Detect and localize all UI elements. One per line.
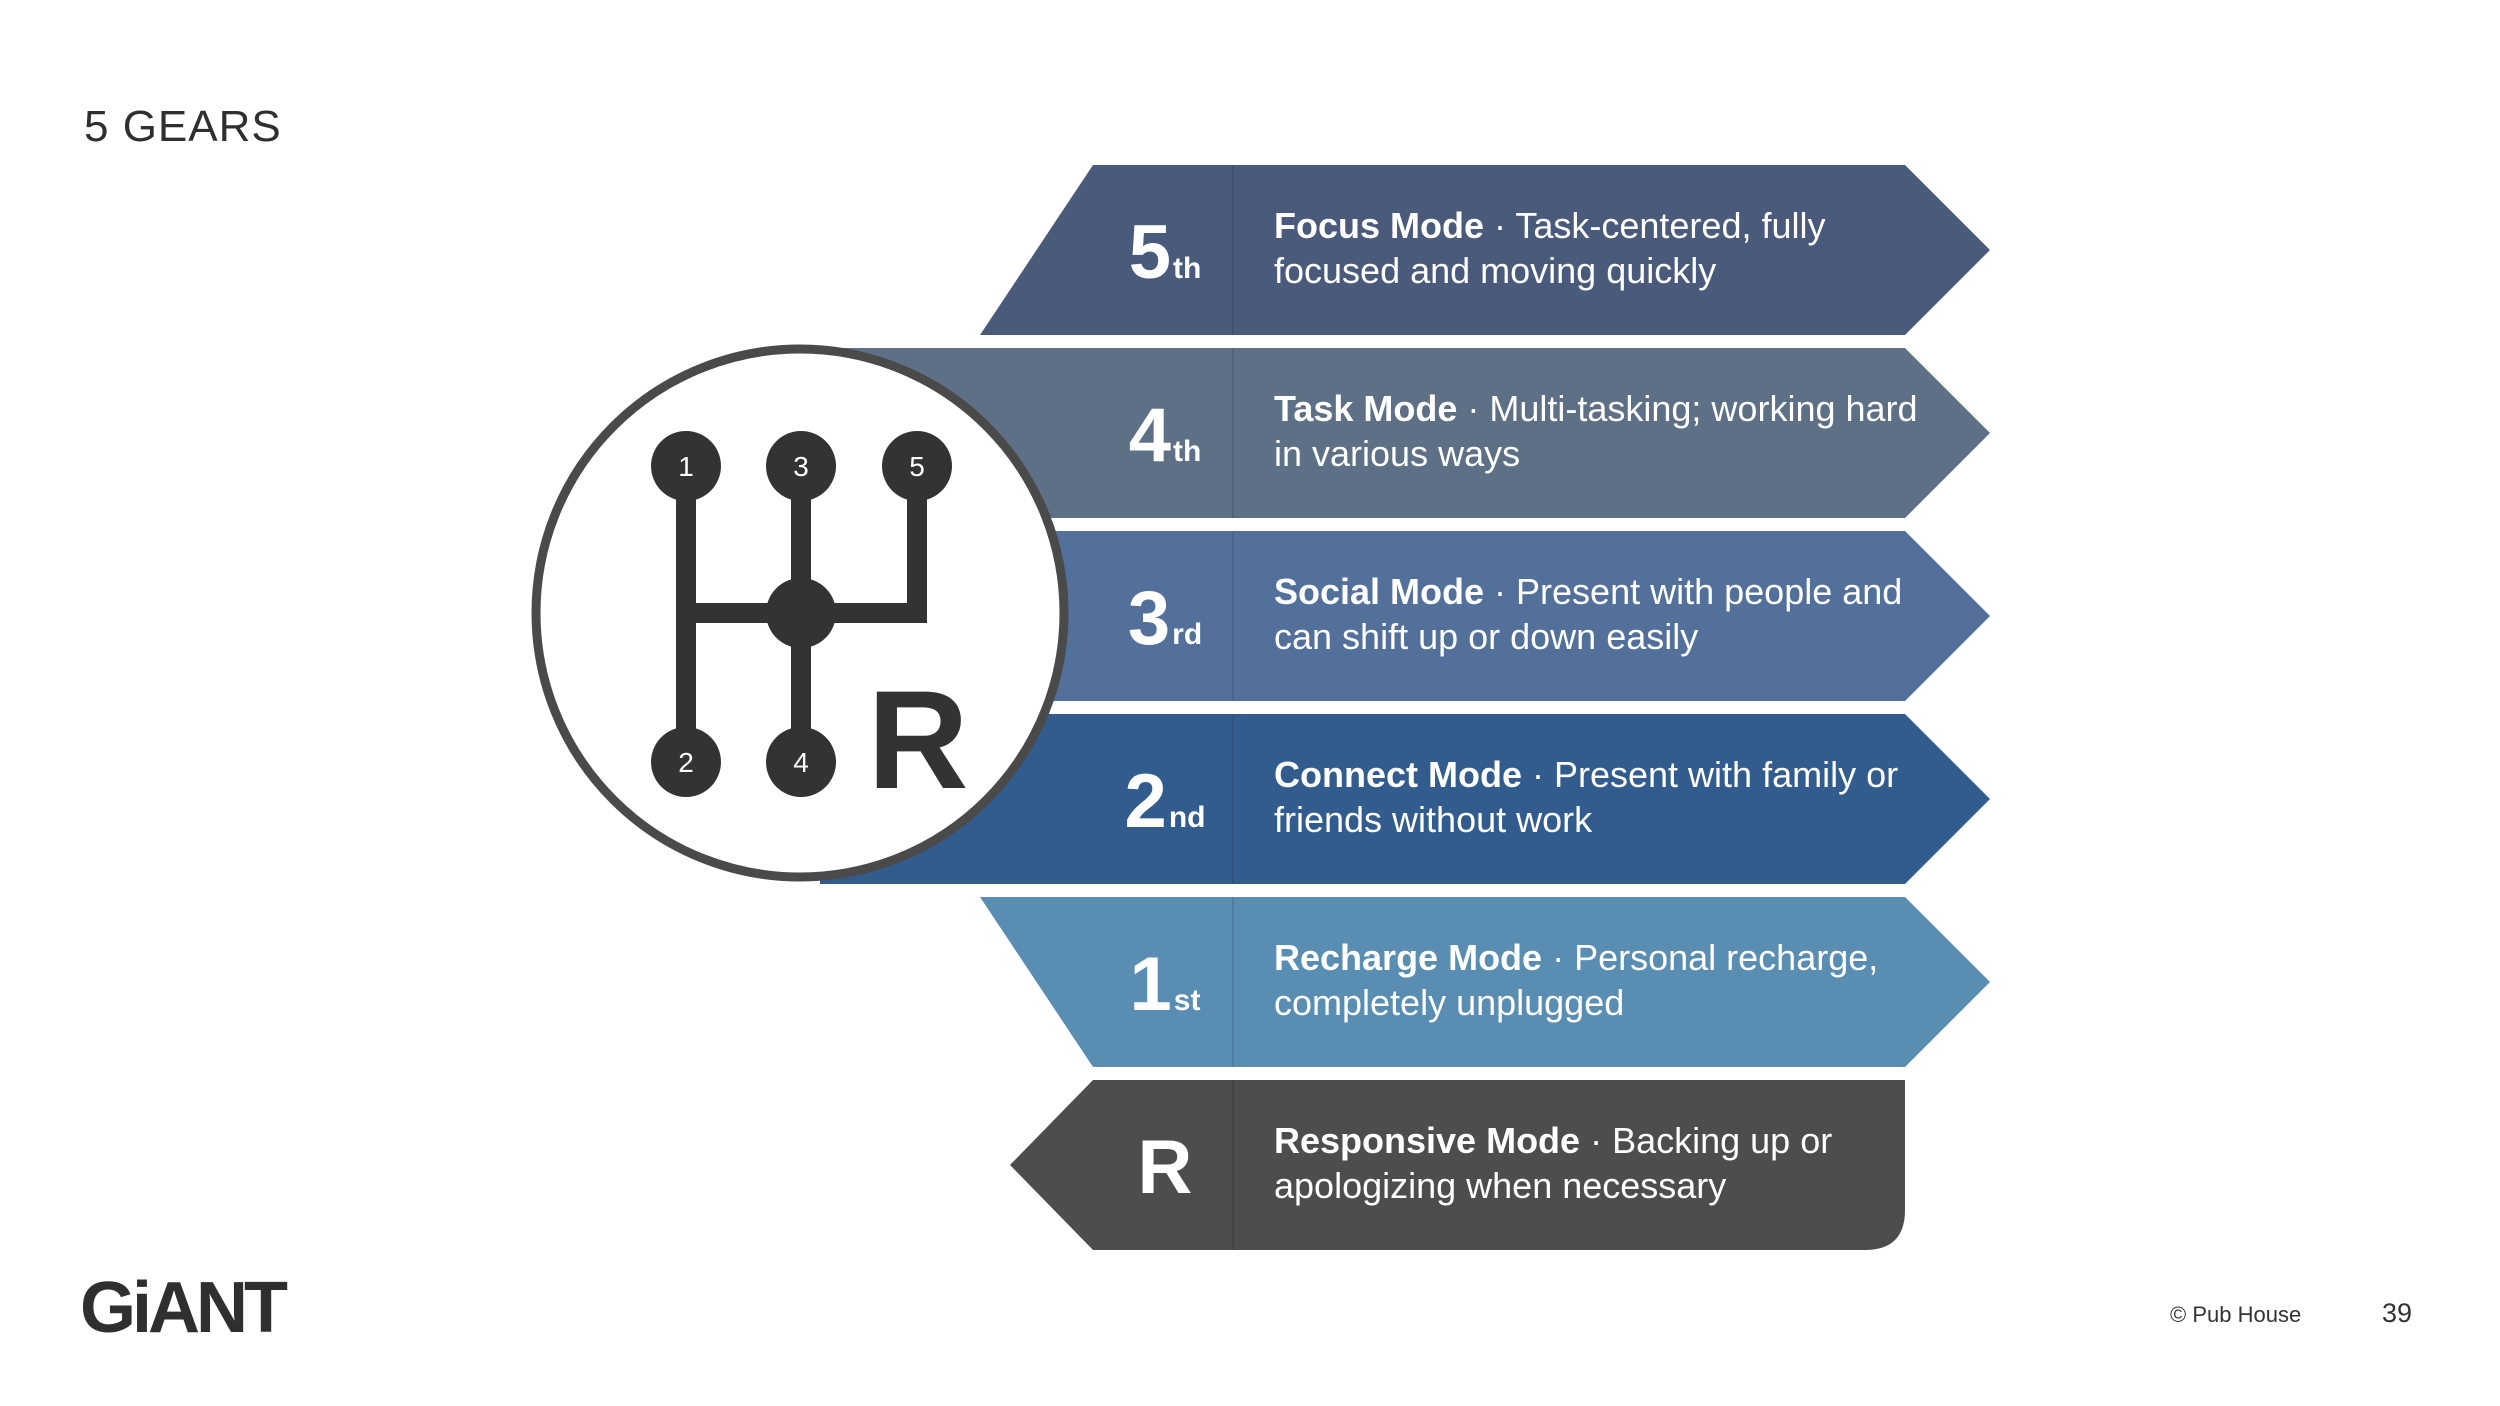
gear-description-line1: Recharge Mode · Personal recharge, <box>1274 937 1878 978</box>
gear-number-suffix: rd <box>1172 618 1202 651</box>
gear-number: 3rd <box>1128 576 1202 661</box>
giant-logo: GiANT <box>80 1268 288 1348</box>
gear-mode-summary: · Multi-tasking; working hard <box>1457 388 1917 429</box>
gear-mode-name: Social Mode <box>1274 571 1484 612</box>
gear-band-divider <box>1232 531 1234 701</box>
gear-shifter-icon: 1 3 5 2 4 R <box>531 344 1069 882</box>
gear-band-shape <box>980 897 1990 1067</box>
copyright-text: © Pub House <box>2170 1302 2302 1327</box>
gear-description-line1: Connect Mode · Present with family or <box>1274 754 1898 795</box>
gear-description-line2: apologizing when necessary <box>1274 1165 1726 1206</box>
gear-band-divider <box>1232 348 1234 518</box>
gear-description-line1: Social Mode · Present with people and <box>1274 571 1902 612</box>
gear-number-digit: 3 <box>1128 576 1170 661</box>
gear-description-line2: focused and moving quickly <box>1274 250 1716 291</box>
gear-description-line2: in various ways <box>1274 433 1520 474</box>
gear-number-digit: 1 <box>1130 942 1172 1027</box>
knob-4: 4 <box>766 727 836 797</box>
reverse-label: R <box>867 661 968 818</box>
gear-description-line2: completely unplugged <box>1274 982 1624 1023</box>
gear-description-line1: Responsive Mode · Backing up or <box>1274 1120 1832 1161</box>
page-title: 5 GEARS <box>84 102 282 151</box>
gear-mode-summary: · Backing up or <box>1580 1120 1832 1161</box>
svg-text:2: 2 <box>678 747 694 778</box>
shifter-ring-border <box>531 344 1069 882</box>
gear-mode-name: Task Mode <box>1274 388 1457 429</box>
gear-number: R <box>1138 1125 1193 1210</box>
gear-band-shape <box>1010 1080 1905 1250</box>
gear-band-4: 4th Task Mode · Multi-tasking; working ha… <box>820 348 1990 518</box>
knob-2: 2 <box>651 727 721 797</box>
page-number: 39 <box>2382 1298 2413 1328</box>
gear-mode-summary: · Present with family or <box>1522 754 1898 795</box>
gear-band-1: 1st Recharge Mode · Personal recharge,com… <box>980 897 1990 1067</box>
gear-mode-summary: · Personal recharge, <box>1542 937 1878 978</box>
gear-description-line2: friends without work <box>1274 799 1593 840</box>
gear-band-reverse: R Responsive Mode · Backing up orapologiz… <box>1010 1080 1905 1250</box>
gear-mode-name: Responsive Mode <box>1274 1120 1580 1161</box>
gear-number: 5th <box>1129 210 1202 295</box>
gear-number: 4th <box>1129 393 1202 478</box>
gear-band-divider <box>1232 714 1234 884</box>
gear-band-3: 3rd Social Mode · Present with people and… <box>820 531 1990 701</box>
gear-band-divider <box>1232 897 1234 1067</box>
gear-band-divider <box>1232 165 1234 335</box>
gear-number-digit: 5 <box>1129 210 1171 295</box>
shifter-center-hub <box>766 578 836 648</box>
gear-band-shape <box>820 348 1990 518</box>
knob-5: 5 <box>882 431 952 501</box>
gear-number-suffix: th <box>1173 435 1201 468</box>
gear-description-line1: Task Mode · Multi-tasking; working hard <box>1274 388 1918 429</box>
gear-description-line2: can shift up or down easily <box>1274 616 1698 657</box>
svg-text:4: 4 <box>793 747 809 778</box>
gear-number: 2nd <box>1125 759 1206 844</box>
gear-mode-name: Recharge Mode <box>1274 937 1542 978</box>
gear-description-line1: Focus Mode · Task-centered, fully <box>1274 205 1826 246</box>
gear-band-shape <box>820 714 1990 884</box>
gear-number-digit: 2 <box>1125 759 1167 844</box>
gear-band-2: 2nd Connect Mode · Present with family or… <box>820 714 1990 884</box>
gear-mode-summary: · Present with people and <box>1484 571 1902 612</box>
gear-band-shape <box>820 531 1990 701</box>
svg-text:5: 5 <box>909 451 925 482</box>
knob-3: 3 <box>766 431 836 501</box>
gear-mode-summary: · Task-centered, fully <box>1484 205 1825 246</box>
gear-number-suffix: nd <box>1169 801 1206 834</box>
gear-number-suffix: th <box>1173 252 1201 285</box>
gear-band-5: 5th Focus Mode · Task-centered, fullyfocu… <box>980 165 1990 335</box>
svg-text:3: 3 <box>793 451 809 482</box>
svg-text:1: 1 <box>678 451 694 482</box>
gear-number-suffix: st <box>1174 984 1201 1017</box>
knob-1: 1 <box>651 431 721 501</box>
gear-number-digit: R <box>1138 1125 1193 1210</box>
gear-band-shape <box>980 165 1990 335</box>
gear-number: 1st <box>1130 942 1201 1027</box>
gear-mode-name: Connect Mode <box>1274 754 1522 795</box>
gear-mode-name: Focus Mode <box>1274 205 1484 246</box>
gear-number-digit: 4 <box>1129 393 1171 478</box>
gear-band-divider <box>1232 1080 1234 1250</box>
